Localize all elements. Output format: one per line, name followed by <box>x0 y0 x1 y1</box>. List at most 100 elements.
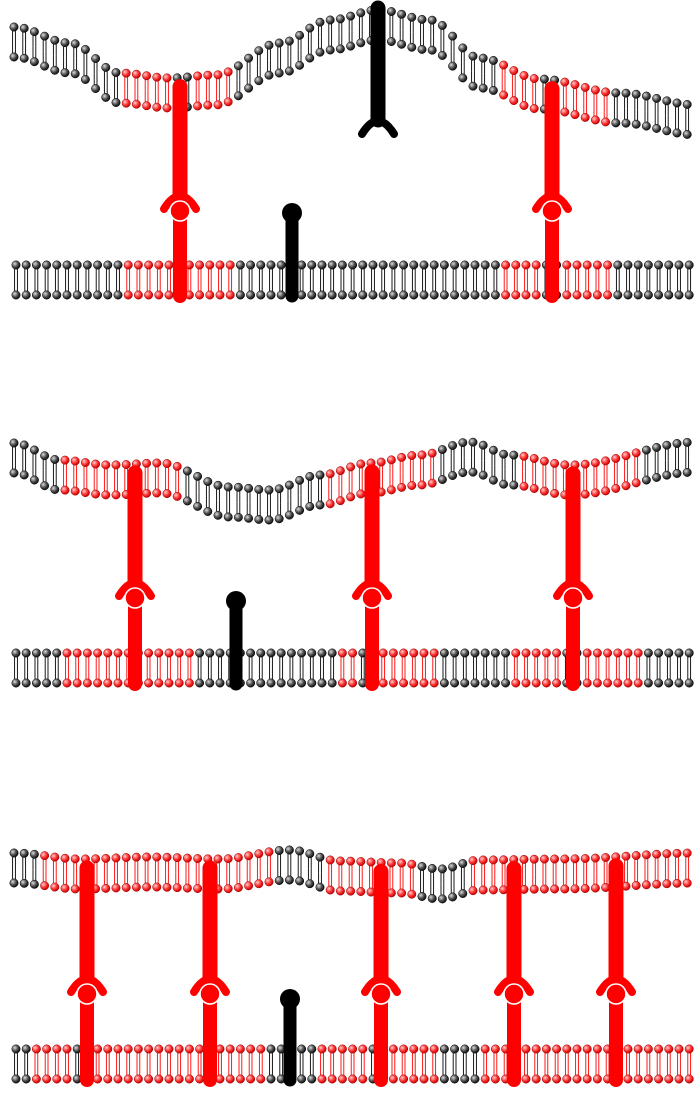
phospholipid-icon <box>182 485 192 506</box>
phospholipid-icon <box>429 280 439 300</box>
phospholipid-icon <box>111 87 121 107</box>
phospholipid-icon <box>590 85 600 105</box>
phospholipid-icon <box>417 862 427 882</box>
phospholipid-icon <box>601 475 611 496</box>
phospholipid-icon <box>419 1064 429 1084</box>
phospholipid-icon <box>407 12 417 33</box>
phospholipid-icon <box>643 1044 653 1064</box>
phospholipid-icon <box>529 454 539 474</box>
phospholipid-icon <box>233 482 243 503</box>
phospholipid-icon <box>164 648 174 668</box>
phospholipid-icon <box>305 491 315 511</box>
phospholipid-icon <box>633 1044 643 1064</box>
phospholipid-icon <box>470 668 480 688</box>
phospholipid-icon <box>460 260 470 280</box>
phospholipid-icon <box>582 668 592 688</box>
phospholipid-icon <box>409 260 419 280</box>
phospholipid-icon <box>213 70 223 90</box>
phospholipid-icon <box>358 648 368 668</box>
phospholipid-icon <box>550 874 560 894</box>
receptor-icon <box>190 860 230 996</box>
phospholipid-icon <box>378 648 388 668</box>
phospholipid-icon <box>417 881 427 901</box>
phospholipid-icon <box>144 260 154 280</box>
unbound-ligand-icon <box>282 203 302 303</box>
phospholipid-icon <box>468 875 478 896</box>
phospholipid-icon <box>246 260 256 280</box>
phospholipid-icon <box>144 280 154 300</box>
phospholipid-icon <box>72 1044 82 1064</box>
phospholipid-icon <box>356 27 366 48</box>
bound-receptor-ligand-pair <box>532 81 572 303</box>
phospholipid-icon <box>195 668 205 688</box>
phospholipid-icon <box>295 475 305 496</box>
phospholipid-icon <box>427 448 437 469</box>
phospholipid-icon <box>684 668 694 688</box>
phospholipid-icon <box>582 280 592 300</box>
phospholipid-icon <box>539 456 549 477</box>
phospholipid-icon <box>42 260 52 280</box>
phospholipid-icon <box>70 58 80 79</box>
phospholipid-icon <box>317 260 327 280</box>
phospholipid-icon <box>611 454 621 474</box>
phospholipid-icon <box>572 1044 582 1064</box>
phospholipid-icon <box>193 71 203 91</box>
phospholipid-icon <box>490 1044 500 1064</box>
phospholipid-icon <box>399 648 409 668</box>
phospholipid-icon <box>633 1064 643 1084</box>
phospholipid-icon <box>601 87 611 107</box>
phospholipid-icon <box>407 451 417 471</box>
phospholipid-icon <box>284 500 294 520</box>
phospholipid-icon <box>335 856 345 877</box>
phospholipid-icon <box>223 482 233 502</box>
phospholipid-icon <box>295 865 305 886</box>
phospholipid-icon <box>358 260 368 280</box>
phospholipid-icon <box>193 471 203 492</box>
phospholipid-icon <box>468 457 478 477</box>
phospholipid-icon <box>480 280 490 300</box>
phospholipid-icon <box>91 73 101 94</box>
phospholipid-icon <box>407 859 417 880</box>
phospholipid-icon <box>397 452 407 473</box>
phospholipid-icon <box>193 873 203 893</box>
phospholipid-icon <box>560 873 570 894</box>
phospholipid-icon <box>80 45 90 65</box>
phospholipid-icon <box>437 21 447 41</box>
phospholipid-icon <box>113 668 123 688</box>
panel-2 <box>9 437 694 691</box>
phospholipid-icon <box>203 70 213 91</box>
phospholipid-icon <box>335 466 345 486</box>
phospholipid-icon <box>164 280 174 300</box>
phospholipid-icon <box>641 111 651 131</box>
phospholipid-icon <box>284 56 294 76</box>
phospholipid-icon <box>113 260 123 280</box>
phospholipid-icon <box>152 458 162 479</box>
phospholipid-icon <box>580 102 590 122</box>
phospholipid-icon <box>40 851 50 871</box>
phospholipid-icon <box>662 460 672 480</box>
phospholipid-icon <box>601 106 611 127</box>
phospholipid-icon <box>388 260 398 280</box>
phospholipid-icon <box>419 260 429 280</box>
phospholipid-icon <box>225 1044 235 1064</box>
phospholipid-icon <box>244 53 254 74</box>
phospholipid-icon <box>162 459 172 479</box>
phospholipid-icon <box>613 280 623 300</box>
phospholipid-icon <box>499 469 509 489</box>
phospholipid-icon <box>368 260 378 280</box>
phospholipid-icon <box>111 68 121 88</box>
phospholipid-icon <box>93 260 103 280</box>
phospholipid-icon <box>276 280 286 300</box>
phospholipid-icon <box>40 51 50 71</box>
phospholipid-icon <box>386 858 396 878</box>
phospholipid-icon <box>674 1044 684 1064</box>
phospholipid-icon <box>337 648 347 668</box>
phospholipid-icon <box>684 1044 694 1064</box>
phospholipid-icon <box>276 648 286 668</box>
phospholipid-icon <box>439 648 449 668</box>
phospholipid-icon <box>244 870 254 891</box>
ligand-icon <box>562 587 584 691</box>
ligand-icon <box>370 983 392 1087</box>
phospholipid-icon <box>388 1064 398 1084</box>
phospholipid-icon <box>501 280 511 300</box>
